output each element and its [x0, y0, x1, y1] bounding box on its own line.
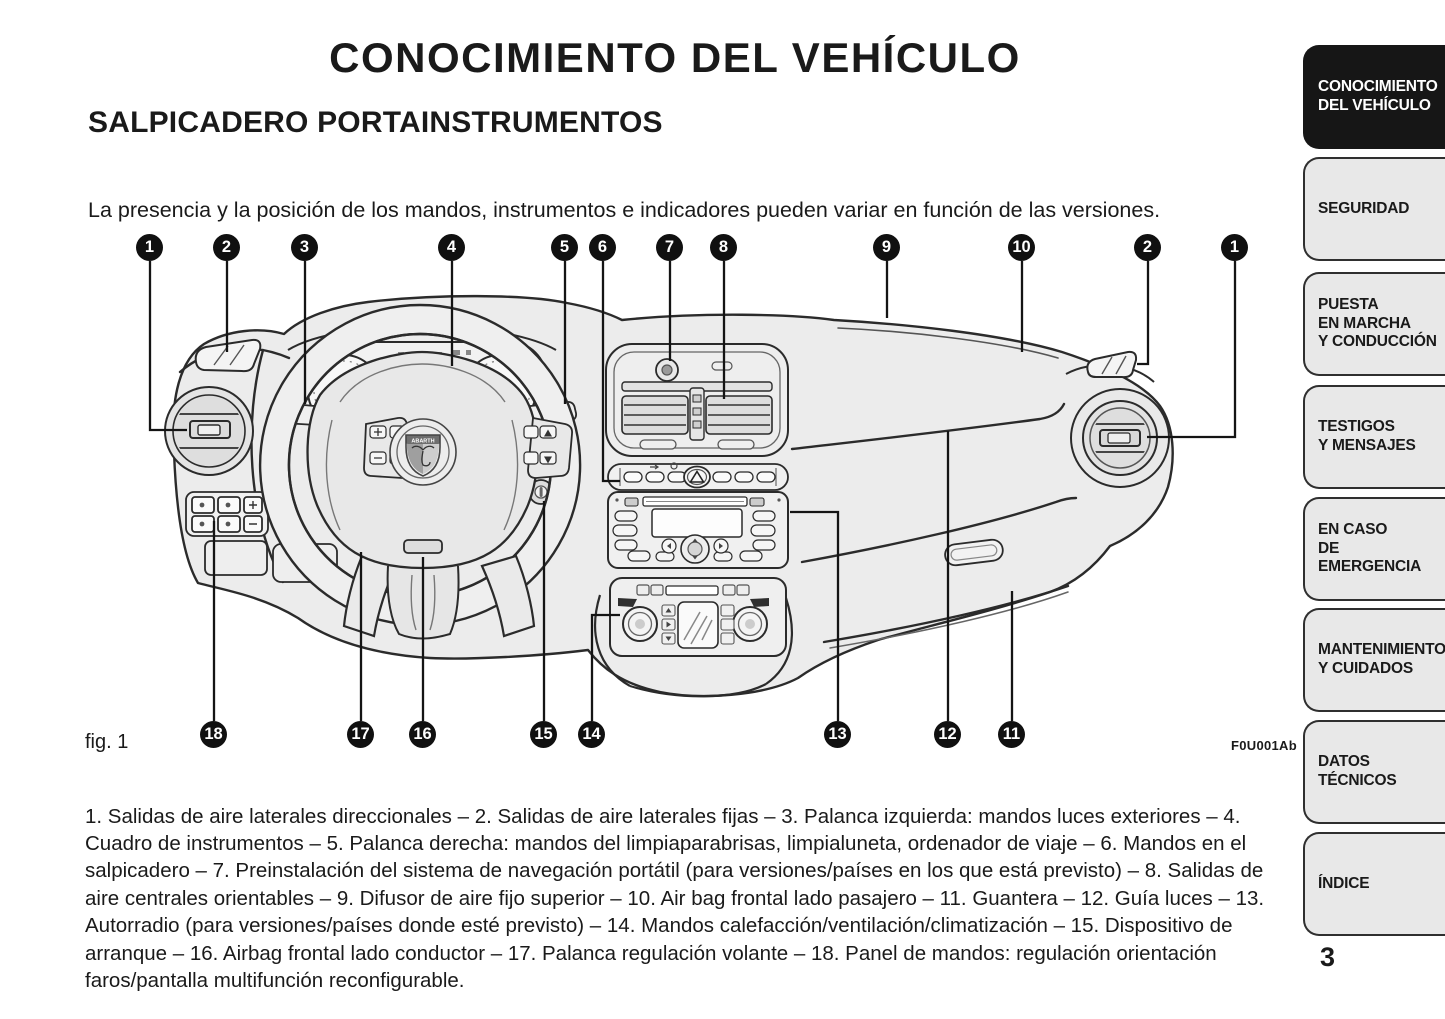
callout-3: 3: [291, 234, 318, 261]
tab-label: SEGURIDAD: [1318, 199, 1410, 217]
figure-code: F0U001Ab: [1231, 738, 1297, 753]
callout-lines: [148, 261, 1237, 721]
wheel-buttons-right: [523, 416, 574, 479]
callout-7: 7: [656, 234, 683, 261]
page-title: CONOCIMIENTO DEL VEHÍCULO: [329, 34, 1021, 81]
tab-label: TESTIGOS Y MENSAJES: [1318, 418, 1416, 454]
callout-13: 13: [824, 721, 851, 748]
sidebar-tab-emergencia[interactable]: EN CASO DE EMERGENCIA: [1303, 497, 1445, 601]
right-fixed-vent: [1086, 350, 1138, 379]
callout-18: 18: [200, 721, 227, 748]
sidebar-tab-datos[interactable]: DATOS TÉCNICOS: [1303, 720, 1445, 824]
sidebar-tab-seguridad[interactable]: SEGURIDAD: [1303, 157, 1445, 261]
callout-5: 5: [551, 234, 578, 261]
horn-plate: [403, 539, 443, 554]
sidebar-tab-testigos[interactable]: TESTIGOS Y MENSAJES: [1303, 385, 1445, 489]
console-lower: [593, 594, 793, 698]
callout-8: 8: [710, 234, 737, 261]
callout-6: 6: [589, 234, 616, 261]
callout-16: 16: [409, 721, 436, 748]
callout-9: 9: [873, 234, 900, 261]
callout-17: 17: [347, 721, 374, 748]
radio-unit: [607, 491, 789, 569]
callout-2: 2: [213, 234, 240, 261]
callout-11: 11: [998, 721, 1025, 748]
callout-15: 15: [530, 721, 557, 748]
sidebar-tab-puesta[interactable]: PUESTA EN MARCHA Y CONDUCCIÓN: [1303, 272, 1445, 376]
callout-1b: 1: [1221, 234, 1248, 261]
dashboard-buttons: [607, 462, 789, 491]
callout-4: 4: [438, 234, 465, 261]
climate-controls: [609, 577, 787, 657]
intro-text: La presencia y la posición de los mandos…: [88, 197, 1161, 222]
center-vents: [605, 343, 789, 457]
left-air-vent: [164, 386, 254, 476]
tab-label: CONOCIMIENTO DEL VEHÍCULO: [1318, 78, 1438, 114]
abarth-badge: ABARTH: [389, 418, 457, 486]
sidebar-tab-conocimiento[interactable]: CONOCIMIENTO DEL VEHÍCULO: [1303, 45, 1445, 149]
callout-2b: 2: [1134, 234, 1161, 261]
sidebar-tab-mantenimiento[interactable]: MANTENIMIENTO Y CUIDADOS: [1303, 608, 1445, 712]
section-heading: SALPICADERO PORTAINSTRUMENTOS: [88, 106, 663, 139]
right-air-vent: [1065, 364, 1170, 488]
tab-label: EN CASO DE EMERGENCIA: [1318, 520, 1422, 576]
callout-14: 14: [578, 721, 605, 748]
callout-10: 10: [1008, 234, 1035, 261]
figure-caption: fig. 1: [85, 731, 129, 753]
steering-wheel: ABARTH: [258, 303, 582, 640]
page-number: 3: [1320, 942, 1336, 972]
figure-legend: 1. Salidas de aire laterales direccional…: [85, 804, 1265, 992]
glovebox-handle: [944, 538, 1004, 567]
tab-label: PUESTA EN MARCHA Y CONDUCCIÓN: [1318, 295, 1437, 351]
badge-text: ABARTH: [411, 438, 434, 444]
callout-12: 12: [934, 721, 961, 748]
navigation-socket: [655, 358, 679, 382]
tab-label: MANTENIMIENTO Y CUIDADOS: [1318, 641, 1445, 677]
sidebar-tab-indice[interactable]: ÍNDICE: [1303, 832, 1445, 936]
tab-label: ÍNDICE: [1318, 874, 1370, 892]
left-fixed-vent: [194, 338, 262, 373]
callout-1: 1: [136, 234, 163, 261]
tab-label: DATOS TÉCNICOS: [1318, 753, 1397, 789]
